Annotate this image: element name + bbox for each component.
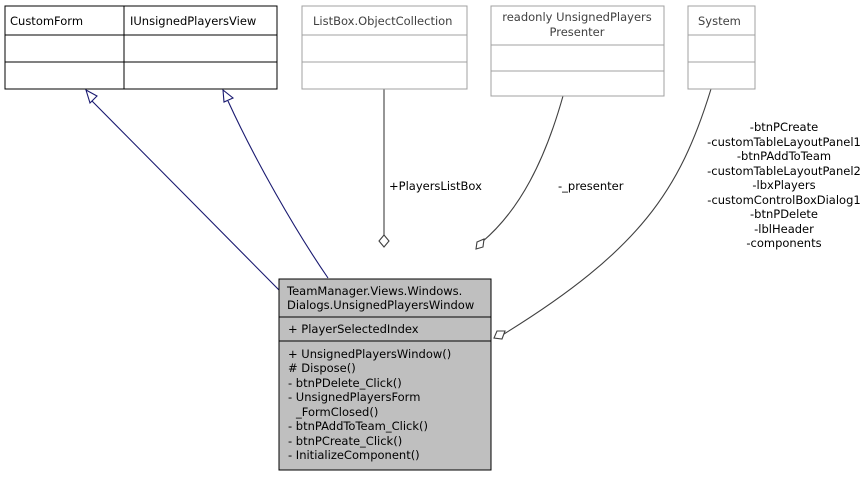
edge-label-system-8: -lblHeader	[754, 222, 814, 236]
class-iunsignedplayersview-name: IUnsignedPlayersView	[130, 14, 256, 28]
edge-label-system-7: -btnPDelete	[750, 207, 818, 221]
method-7: - btnPCreate_Click()	[288, 434, 402, 448]
aggregation-diamond-system	[493, 330, 506, 340]
edge-labels-system: -btnPCreate -customTableLayoutPanel1 -bt…	[707, 120, 861, 250]
class-unsignedplayerswindow-name-2: Dialogs.UnsignedPlayersWindow	[287, 298, 474, 312]
class-unsignedplayerspresenter-name-1: readonly UnsignedPlayers	[502, 10, 652, 24]
method-8: - InitializeComponent()	[288, 448, 420, 462]
aggregation-diamond-presenter	[475, 238, 485, 250]
method-4: - UnsignedPlayersForm	[288, 390, 420, 404]
edge-association-presenter	[481, 95, 564, 243]
edge-generalization-iunsignedplayersview	[227, 100, 329, 279]
method-5: _FormClosed()	[295, 405, 378, 419]
edge-label-playerslistbox: +PlayersListBox	[389, 179, 482, 193]
class-system-name: System	[698, 14, 741, 28]
edge-label-system-5: -lbxPlayers	[752, 178, 815, 192]
attribute-playerselectedindex: + PlayerSelectedIndex	[288, 322, 419, 336]
method-2: # Dispose()	[288, 361, 356, 375]
class-unsignedplayerspresenter[interactable]: readonly UnsignedPlayers Presenter	[490, 5, 665, 97]
generalization-arrowhead-customform	[85, 88, 98, 105]
edge-label-presenter: -_presenter	[558, 179, 624, 193]
class-customform[interactable]: CustomForm	[4, 5, 140, 90]
aggregation-diamond-playerslistbox	[378, 234, 390, 248]
class-customform-name: CustomForm	[10, 14, 83, 28]
generalization-arrowhead-iunsignedplayersview	[222, 88, 235, 103]
method-1: + UnsignedPlayersWindow()	[288, 347, 451, 361]
edge-label-system-6: -customControlBoxDialog1	[707, 193, 860, 207]
class-iunsignedplayersview[interactable]: IUnsignedPlayersView	[123, 5, 278, 90]
edge-label-system-1: -btnPCreate	[750, 120, 818, 134]
class-listbox-objectcollection[interactable]: ListBox.ObjectCollection	[301, 5, 468, 90]
edge-label-system-4: -customTableLayoutPanel2	[707, 164, 861, 178]
method-6: - btnPAddToTeam_Click()	[288, 419, 428, 433]
class-unsignedplayerswindow-name-1: TeamManager.Views.Windows.	[286, 284, 462, 298]
class-unsignedplayerswindow[interactable]: TeamManager.Views.Windows. Dialogs.Unsig…	[278, 278, 492, 471]
class-listbox-objectcollection-name: ListBox.ObjectCollection	[313, 14, 452, 28]
edge-label-system-2: -customTableLayoutPanel1	[707, 135, 861, 149]
method-3: - btnPDelete_Click()	[288, 376, 402, 390]
edge-association-system	[503, 88, 712, 335]
class-unsignedplayerspresenter-name-2: Presenter	[550, 25, 605, 39]
edge-label-system-3: -btnPAddToTeam	[737, 149, 831, 163]
class-system[interactable]: System	[687, 5, 756, 90]
edge-generalization-customform	[91, 100, 280, 291]
edge-label-system-9: -components	[746, 236, 821, 250]
